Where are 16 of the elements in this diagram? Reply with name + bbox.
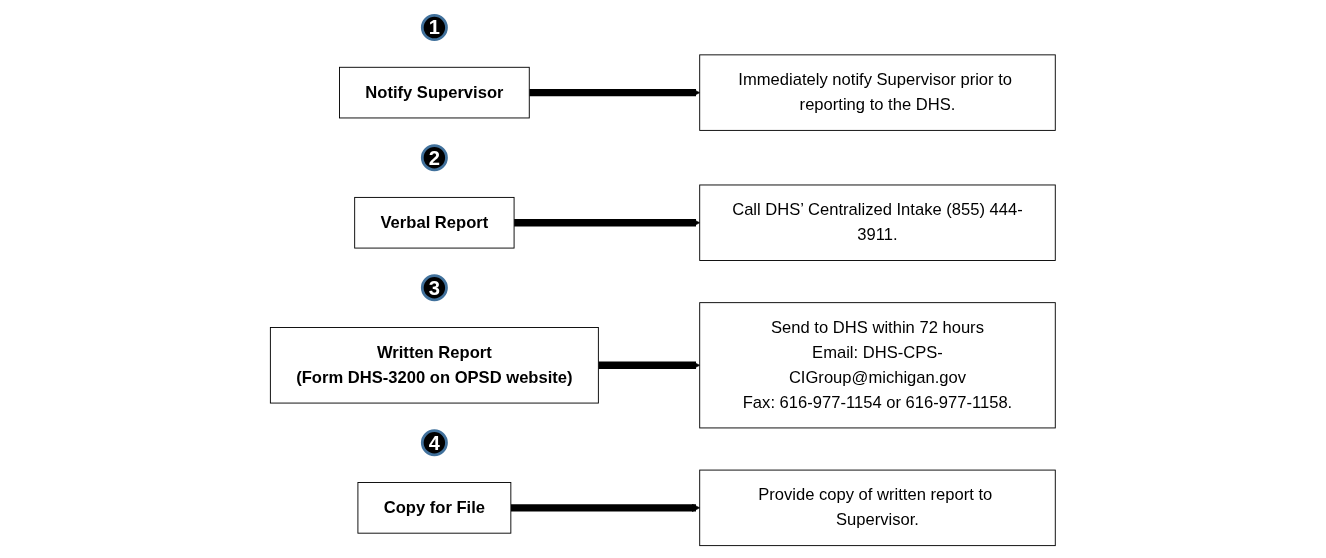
arrow [511, 503, 701, 512]
arrow [529, 88, 701, 97]
node-circle: 1 [421, 14, 448, 42]
node-box: Notify Supervisor [339, 66, 530, 119]
node-box: Copy for File [357, 482, 512, 534]
node-box: Written Report (Form DHS-3200 on OPSD website) [270, 327, 599, 404]
node-circle: 2 [421, 144, 448, 172]
node-circle: 4 [421, 429, 448, 457]
node-circle: 3 [421, 274, 448, 302]
node-box: Provide copy of written report to Supervisor. [699, 469, 1056, 547]
arrow [514, 218, 701, 227]
node-box: Immediately notify Supervisor prior to reporting to the DHS. [699, 54, 1056, 131]
node-box: Call DHS’ Centralized Intake (855) 444-3911. [699, 184, 1056, 261]
node-box: Verbal Report [354, 196, 515, 249]
node-box: Send to DHS within 72 hours Email: DHS-CPS-CIGroup@michigan.gov Fax: 616-977-1154 or 616-977-1158. [699, 302, 1056, 429]
arrow [598, 361, 701, 370]
